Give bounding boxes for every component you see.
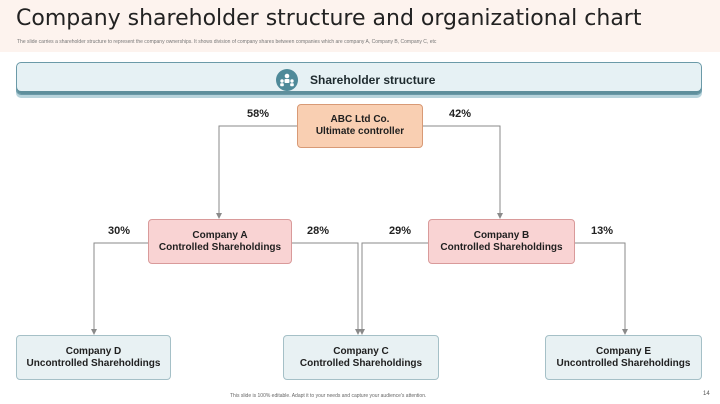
node-company-e-role: Uncontrolled Shareholdings: [556, 357, 691, 369]
node-abc-ltd-role: Ultimate controller: [315, 126, 405, 137]
pct-b-to-c: 29%: [389, 225, 412, 237]
node-company-d-name: Company D: [65, 345, 122, 357]
footer-note: This slide is 100% editable. Adapt it to…: [230, 393, 427, 399]
node-abc-ltd: ABC Ltd Co. Ultimate controller: [297, 104, 423, 148]
section-banner: Shareholder structure: [16, 62, 702, 95]
page-title: Company shareholder structure and organi…: [16, 6, 642, 31]
node-company-a: Company A Controlled Shareholdings: [148, 219, 292, 264]
edge-a-to-c: [292, 242, 361, 335]
pct-root-to-a: 58%: [247, 108, 270, 120]
pct-b-to-e: 13%: [591, 225, 614, 237]
edge-b-to-e: [575, 242, 628, 335]
pct-root-to-b: 42%: [449, 108, 472, 120]
node-company-b: Company B Controlled Shareholdings: [428, 219, 575, 264]
page-number: 14: [703, 391, 710, 397]
banner-label: Shareholder structure: [310, 73, 436, 87]
node-company-c-role: Controlled Shareholdings: [299, 357, 423, 369]
edge-root-to-a: [216, 125, 297, 219]
node-company-a-role: Controlled Shareholdings: [158, 241, 282, 253]
node-company-d-role: Uncontrolled Shareholdings: [26, 357, 161, 369]
node-company-e-name: Company E: [595, 345, 651, 357]
edge-a-to-d: [91, 242, 148, 335]
node-company-b-role: Controlled Shareholdings: [440, 241, 563, 253]
edge-b-to-c: [359, 242, 428, 335]
page-subtitle: The slide carries a shareholder structur…: [17, 39, 437, 45]
title-band: [0, 0, 720, 52]
node-company-c-name: Company C: [333, 345, 389, 357]
node-abc-ltd-name: ABC Ltd Co.: [330, 114, 390, 125]
edge-root-to-b: [423, 125, 503, 219]
pct-a-to-c: 28%: [307, 225, 330, 237]
node-company-b-name: Company B: [473, 229, 530, 241]
node-company-a-name: Company A: [192, 229, 248, 241]
pct-a-to-d: 30%: [108, 225, 131, 237]
node-company-d: Company D Uncontrolled Shareholdings: [16, 335, 171, 380]
node-company-c: Company C Controlled Shareholdings: [283, 335, 439, 380]
node-company-e: Company E Uncontrolled Shareholdings: [545, 335, 702, 380]
people-group-icon: [276, 69, 298, 91]
